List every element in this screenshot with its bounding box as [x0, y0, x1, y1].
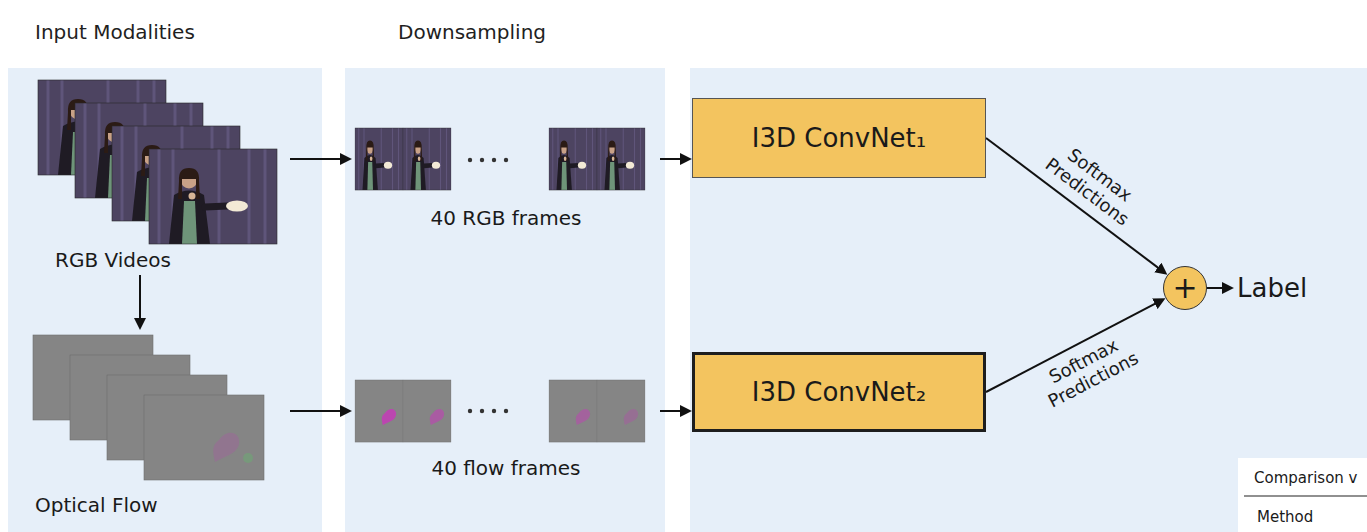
- sum-symbol: +: [1172, 273, 1197, 303]
- ellipsis-dot: [468, 158, 472, 162]
- box-label: I3D ConvNet₁: [752, 123, 926, 153]
- motion-blob: [576, 409, 590, 425]
- panel-region: Downsampling40 RGB frames40 flow frames: [345, 68, 665, 532]
- ellipsis-dot: [480, 409, 484, 413]
- ellipsis-dot: [504, 409, 508, 413]
- output-label: Label: [1237, 273, 1307, 303]
- column-heading: Input Modalities: [35, 20, 195, 44]
- output-arrow: [1207, 287, 1230, 289]
- motion-spot: [243, 453, 253, 463]
- thumbnail-frame: [355, 128, 403, 190]
- thumbnail-flow: [355, 380, 403, 442]
- ellipsis-dot: [492, 158, 496, 162]
- video-frame: [149, 149, 277, 244]
- image-caption: RGB Videos: [55, 248, 171, 272]
- thumbnail-flow: [549, 380, 597, 442]
- process-box: I3D ConvNet₁: [692, 98, 986, 178]
- panel-region: Input ModalitiesRGB VideosOptical Flow: [8, 68, 322, 532]
- table-cell: Method: [1257, 508, 1313, 526]
- flow-arrow: [660, 410, 688, 412]
- motion-blob: [213, 433, 239, 462]
- flow-arrow: [660, 158, 688, 160]
- thumbnail-frame: [549, 128, 597, 190]
- table-heading: Comparison v: [1254, 469, 1357, 487]
- ellipsis-dot: [480, 158, 484, 162]
- label-holder: Label: [1237, 273, 1307, 303]
- motion-blob: [624, 409, 638, 425]
- image-stack: RGB Videos: [30, 78, 290, 275]
- box-label: I3D ConvNet₂: [752, 377, 926, 407]
- edge-label: Softmax Predictions: [1027, 127, 1160, 241]
- motion-blob: [382, 409, 396, 425]
- edge-label-holder: Softmax Predictions: [1020, 321, 1159, 420]
- image-caption: 40 RGB frames: [430, 206, 581, 230]
- ellipsis-dot: [468, 409, 472, 413]
- thumbnail-frame: [403, 128, 451, 190]
- image-stack: Optical Flow: [25, 330, 290, 525]
- thumbnail-flow: [403, 380, 451, 442]
- motion-blob: [430, 409, 444, 425]
- image-caption: Optical Flow: [35, 493, 158, 517]
- flow-arrow: [139, 275, 141, 326]
- column-heading: Downsampling: [398, 20, 546, 44]
- thumbnail-frame: [597, 128, 645, 190]
- flow-arrow: [290, 410, 348, 412]
- panel-ground: [690, 68, 1367, 532]
- ellipsis-dot: [504, 158, 508, 162]
- flow-arrow: [290, 158, 348, 160]
- label-holder: Method: [1257, 507, 1313, 526]
- thumbnail-flow: [597, 380, 645, 442]
- frame-strip: 40 RGB frames: [352, 120, 660, 232]
- flow-frame: [144, 395, 264, 480]
- label-holder: Comparison v: [1254, 468, 1357, 487]
- ellipsis-dot: [492, 409, 496, 413]
- panel-ground: [345, 68, 665, 532]
- edge-label-holder: Softmax Predictions: [1028, 127, 1160, 241]
- image-caption: 40 flow frames: [431, 456, 580, 480]
- edge-label: Softmax Predictions: [1020, 321, 1159, 420]
- sum-node: +: [1163, 266, 1207, 310]
- table-rule: [1244, 495, 1367, 496]
- frame-strip: 40 flow frames: [352, 372, 660, 480]
- table-ground: [1238, 458, 1367, 532]
- panel-ground: [8, 68, 322, 532]
- process-box: I3D ConvNet₂: [692, 352, 986, 432]
